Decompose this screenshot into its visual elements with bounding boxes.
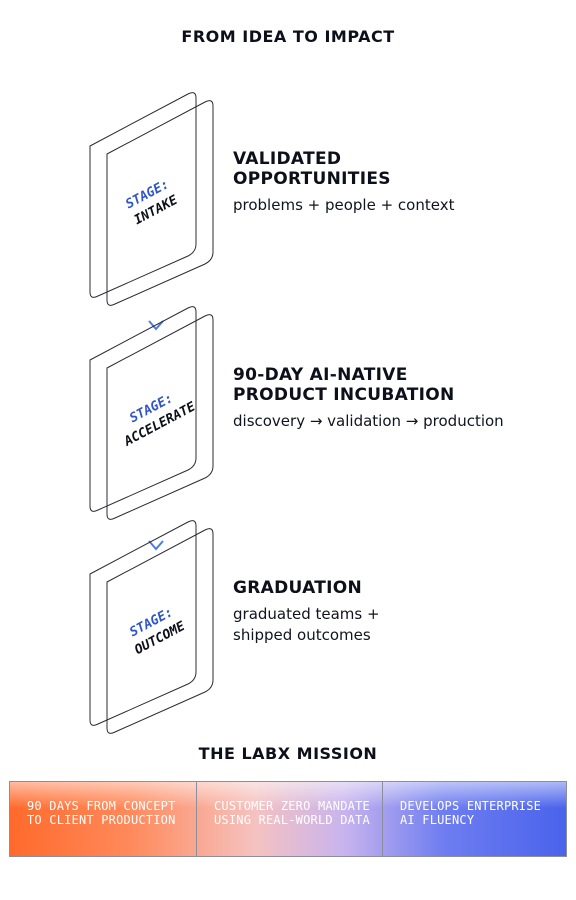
card-back-frame — [89, 520, 197, 726]
stage-description: discovery → validation → production — [233, 412, 504, 430]
stage-card-intake: STAGE: INTAKE — [89, 92, 214, 306]
stage-description: graduated teams + shipped outcomes — [233, 605, 380, 644]
stage-card-accelerate: STAGE: ACCELERATE — [89, 306, 214, 520]
stage-heading: GRADUATION — [233, 578, 363, 598]
mission-panel: 90 DAYS FROM CONCEPT TO CLIENT PRODUCTIO… — [9, 781, 567, 857]
stage-heading: 90-DAY AI-NATIVE PRODUCT INCUBATION — [233, 365, 455, 405]
stage-flow-diagram: STAGE: INTAKE STAGE: ACCELERATE STAGE: O… — [89, 92, 214, 734]
mission-title: THE LABX MISSION — [198, 744, 378, 763]
mission-item: 90 DAYS FROM CONCEPT TO CLIENT PRODUCTIO… — [27, 799, 176, 827]
stage-card-outcome: STAGE: OUTCOME — [89, 520, 214, 734]
stage-accelerate-info: 90-DAY AI-NATIVE PRODUCT INCUBATION disc… — [233, 365, 563, 432]
stage-heading: VALIDATED OPPORTUNITIES — [233, 149, 391, 189]
mission-item: DEVELOPS ENTERPRISE AI FLUENCY — [382, 782, 566, 856]
mission-item: CUSTOMER ZERO MANDATE USING REAL-WORLD D… — [196, 782, 382, 856]
card-front-frame — [106, 528, 214, 734]
stage-outcome-info: GRADUATION graduated teams + shipped out… — [233, 578, 563, 646]
stage-intake-info: VALIDATED OPPORTUNITIES problems + peopl… — [233, 149, 563, 216]
flow-arrow-1 — [148, 242, 164, 331]
mission-gradient-highlight — [10, 782, 566, 808]
flow-arrow-2 — [148, 460, 164, 551]
stage-description: problems + people + context — [233, 196, 455, 214]
page-title: FROM IDEA TO IMPACT — [181, 27, 395, 46]
card-front-frame — [106, 314, 214, 520]
card-back-frame — [89, 92, 197, 298]
card-front-frame — [106, 100, 214, 306]
card-back-frame — [89, 306, 197, 512]
